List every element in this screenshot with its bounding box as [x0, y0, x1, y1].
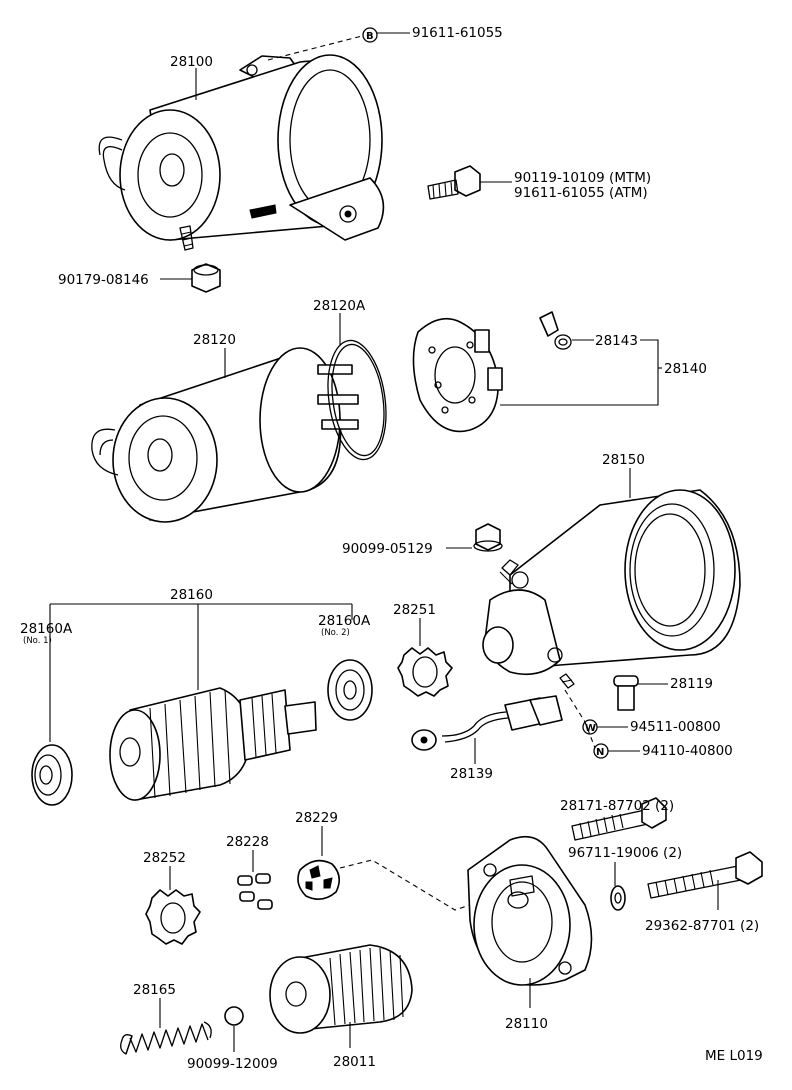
- dashed-leader-bolt-b: [267, 35, 363, 61]
- label-94110-40800: 94110-40800: [642, 743, 733, 759]
- label-28160A-no1: 28160A: [20, 621, 73, 637]
- label-28100: 28100: [170, 54, 213, 70]
- label-28150: 28150: [602, 452, 645, 468]
- drive-housing-28110: [467, 835, 593, 986]
- steel-ball-90099-12009: [224, 1006, 244, 1026]
- symbol-n: N: [596, 747, 604, 758]
- label-28140: 28140: [664, 361, 707, 377]
- bearing-28160A-no2: [327, 659, 373, 721]
- label-28160A-no2-sub: (No. 2): [321, 628, 350, 638]
- gear-28251: [397, 647, 453, 697]
- retainer-28229: [297, 859, 340, 900]
- through-bolt-29362: [647, 851, 763, 899]
- nut-90179: [191, 263, 221, 293]
- housing-28150: [482, 489, 741, 676]
- lead-wire-28139: [411, 695, 563, 751]
- screw-housing-bottom: [559, 673, 575, 689]
- symbol-b-circle: [362, 27, 378, 43]
- label-28251: 28251: [393, 602, 436, 618]
- part-28119: [613, 675, 639, 711]
- label-28139: 28139: [450, 766, 493, 782]
- label-94511-00800: 94511-00800: [630, 719, 721, 735]
- armature-28160: [109, 687, 317, 801]
- label-28110: 28110: [505, 1016, 548, 1032]
- diagram-code: ME L019: [705, 1048, 763, 1064]
- label-28120A: 28120A: [313, 298, 366, 314]
- rollers-28228: [237, 873, 273, 910]
- label-28228: 28228: [226, 834, 269, 850]
- label-29362-87701: 29362-87701 (2): [645, 918, 759, 934]
- brush-holder-28140: [412, 317, 503, 433]
- label-28171-87702: 28171-87702 (2): [560, 798, 674, 814]
- spring-28165: [120, 1021, 212, 1055]
- label-28229: 28229: [295, 810, 338, 826]
- screw-housing-top: [499, 559, 519, 585]
- label-28119: 28119: [670, 676, 713, 692]
- label-28160: 28160: [170, 587, 213, 603]
- label-90099-05129: 90099-05129: [342, 541, 433, 557]
- label-90179-08146: 90179-08146: [58, 272, 149, 288]
- gear-28252: [145, 889, 201, 945]
- label-28252: 28252: [143, 850, 186, 866]
- through-bolt-28171: [571, 797, 667, 841]
- starter-clutch-28011: [269, 944, 413, 1034]
- bearing-28160A-no1: [31, 744, 73, 806]
- nut-90099-05129: [473, 523, 503, 552]
- leader-28140: [500, 339, 659, 406]
- starter-assembly-28100: [98, 54, 385, 251]
- dashed-leader-w-n: [564, 689, 596, 749]
- label-91611-61055-top: 91611-61055: [412, 25, 503, 41]
- label-28165: 28165: [133, 982, 176, 998]
- label-91611-61055-atm: 91611-61055 (ATM): [514, 185, 648, 201]
- label-90099-12009: 90099-12009: [187, 1056, 278, 1072]
- label-96711-19006: 96711-19006 (2): [568, 845, 682, 861]
- washer-96711: [610, 885, 626, 911]
- label-28120: 28120: [193, 332, 236, 348]
- label-28160A-no1-sub: (No. 1): [23, 636, 52, 646]
- spring-28143: [539, 311, 572, 350]
- label-90119-10109: 90119-10109 (MTM): [514, 170, 651, 186]
- symbol-b: B: [366, 31, 374, 42]
- label-28143: 28143: [595, 333, 638, 349]
- label-28011: 28011: [333, 1054, 376, 1070]
- yoke-28120: [91, 347, 359, 523]
- symbol-w: W: [585, 723, 596, 734]
- bolt-90119: [427, 165, 481, 200]
- gasket-28120A: [327, 339, 387, 461]
- label-28160A-no2: 28160A: [318, 613, 371, 629]
